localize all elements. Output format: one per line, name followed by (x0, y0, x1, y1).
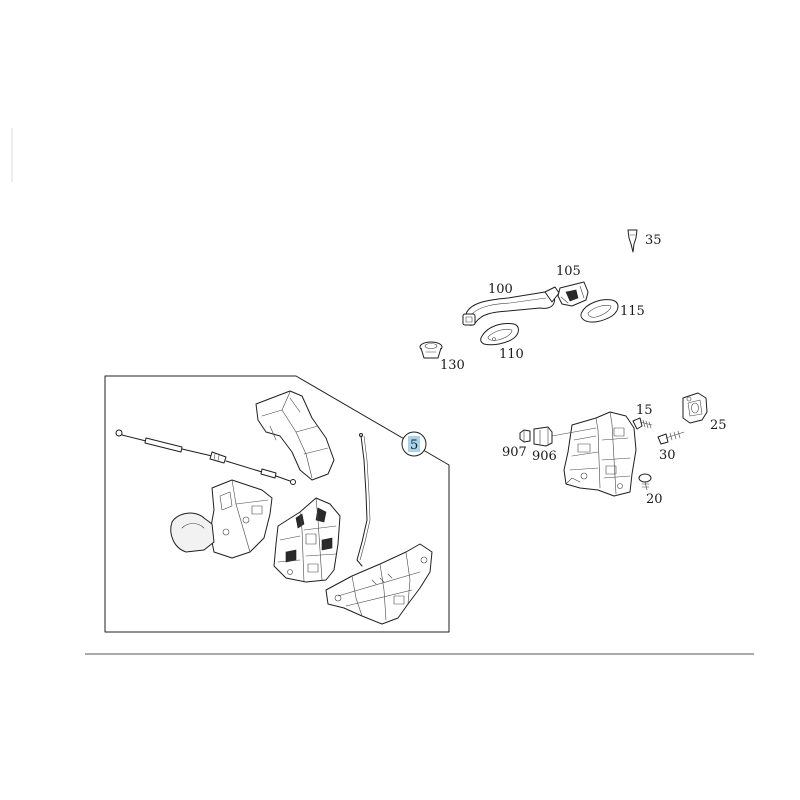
part-number-badge-icon (408, 436, 420, 452)
label-907: 907 (502, 445, 527, 460)
part-30-screw[interactable] (657, 430, 685, 445)
leader-906 (551, 427, 597, 437)
part-100-handle[interactable] (462, 286, 560, 326)
part-105-cylinder-housing[interactable] (557, 281, 589, 307)
part-110-gasket[interactable] (480, 323, 519, 346)
part-handle-housing[interactable] (255, 390, 335, 481)
part-25-striker[interactable] (682, 392, 708, 424)
part-lock-assembly[interactable] (563, 411, 637, 497)
part-bowden-cable[interactable] (115, 429, 296, 485)
label-105: 105 (556, 264, 581, 279)
part-15-screw[interactable] (632, 417, 653, 430)
part-20-screw[interactable] (638, 473, 652, 491)
label-130: 130 (440, 358, 465, 373)
label-35: 35 (645, 233, 662, 248)
part-carrier[interactable] (325, 543, 433, 625)
label-5: 5 (410, 438, 418, 453)
label-25: 25 (710, 418, 727, 433)
label-15: 15 (636, 403, 653, 418)
part-lock-module[interactable] (273, 497, 341, 583)
label-20: 20 (646, 492, 663, 507)
label-115: 115 (620, 304, 645, 319)
part-35-clip[interactable] (627, 229, 638, 253)
label-906: 906 (532, 449, 557, 464)
part-115-gasket[interactable] (580, 299, 619, 323)
label-110: 110 (499, 347, 524, 362)
part-5-badge[interactable]: 5 (401, 431, 427, 457)
part-906-bushing[interactable] (533, 426, 553, 447)
part-907-pin[interactable] (519, 429, 531, 443)
part-actuating-rod[interactable] (356, 433, 371, 567)
part-bracket[interactable] (170, 479, 273, 559)
part-130-grommet[interactable] (419, 341, 443, 359)
label-100: 100 (488, 282, 513, 297)
label-30: 30 (659, 448, 676, 463)
detail-frame (104, 375, 450, 633)
